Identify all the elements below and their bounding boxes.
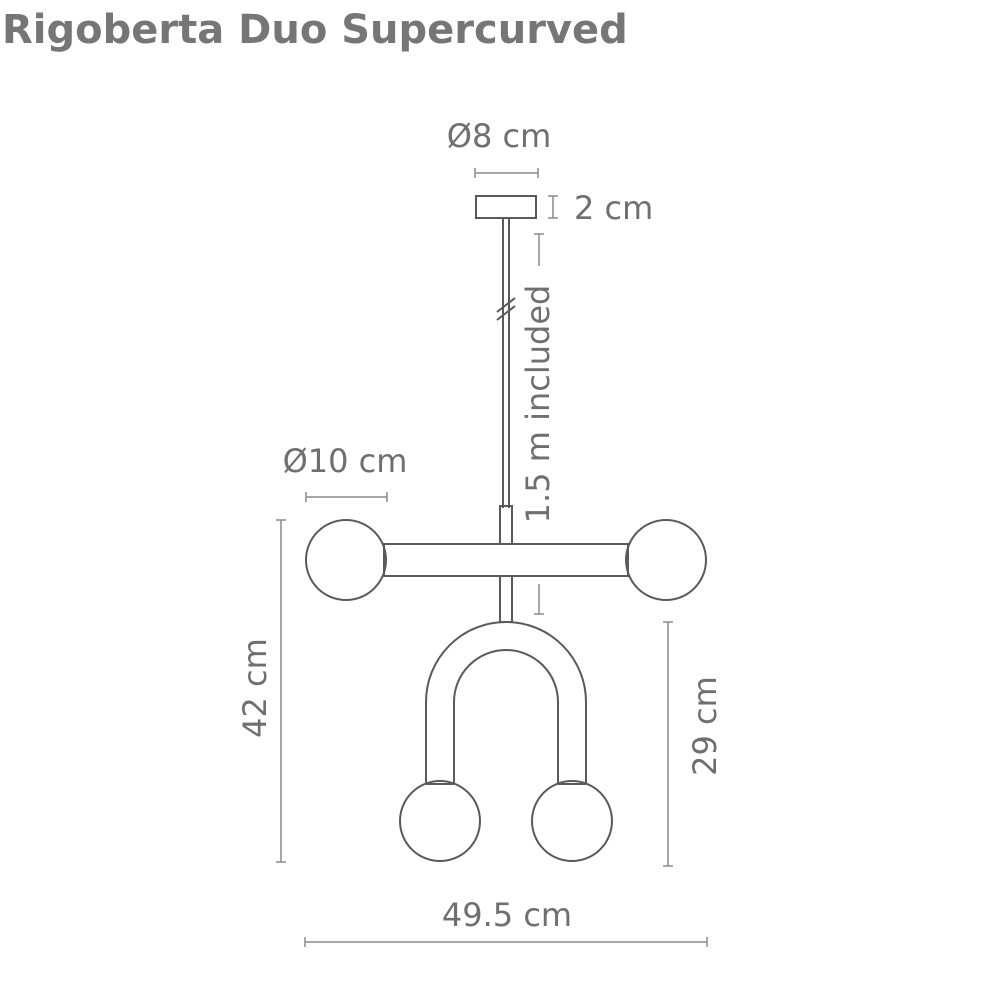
horizontal-arm [383,543,629,577]
label-cable-length: 1.5 m included [519,285,557,524]
lamp-outline [305,195,707,862]
label-total-height: 42 cm [236,638,274,738]
canopy [475,195,537,219]
cable-break-mark-1 [496,297,516,313]
dimension-labels: Ø8 cm 2 cm Ø10 cm 1.5 m included 42 cm 2… [236,117,724,934]
globe-bottom-left [399,780,481,862]
label-canopy-height: 2 cm [574,189,653,227]
label-canopy-diameter: Ø8 cm [447,117,551,155]
label-total-width: 49.5 cm [442,896,572,934]
lower-stem [499,575,513,623]
supercurve-outer [425,621,587,784]
globe-bottom-right [531,780,613,862]
dimension-lines [276,168,708,947]
globe-top-right [625,519,707,601]
label-globe-diameter: Ø10 cm [283,442,408,480]
globe-top-left [305,519,387,601]
label-lower-height: 29 cm [686,676,724,776]
upper-stem [499,505,513,545]
page-title: Rigoberta Duo Supercurved [2,7,628,53]
cable-break-mark-2 [496,305,516,321]
supercurve-inner [453,649,559,784]
